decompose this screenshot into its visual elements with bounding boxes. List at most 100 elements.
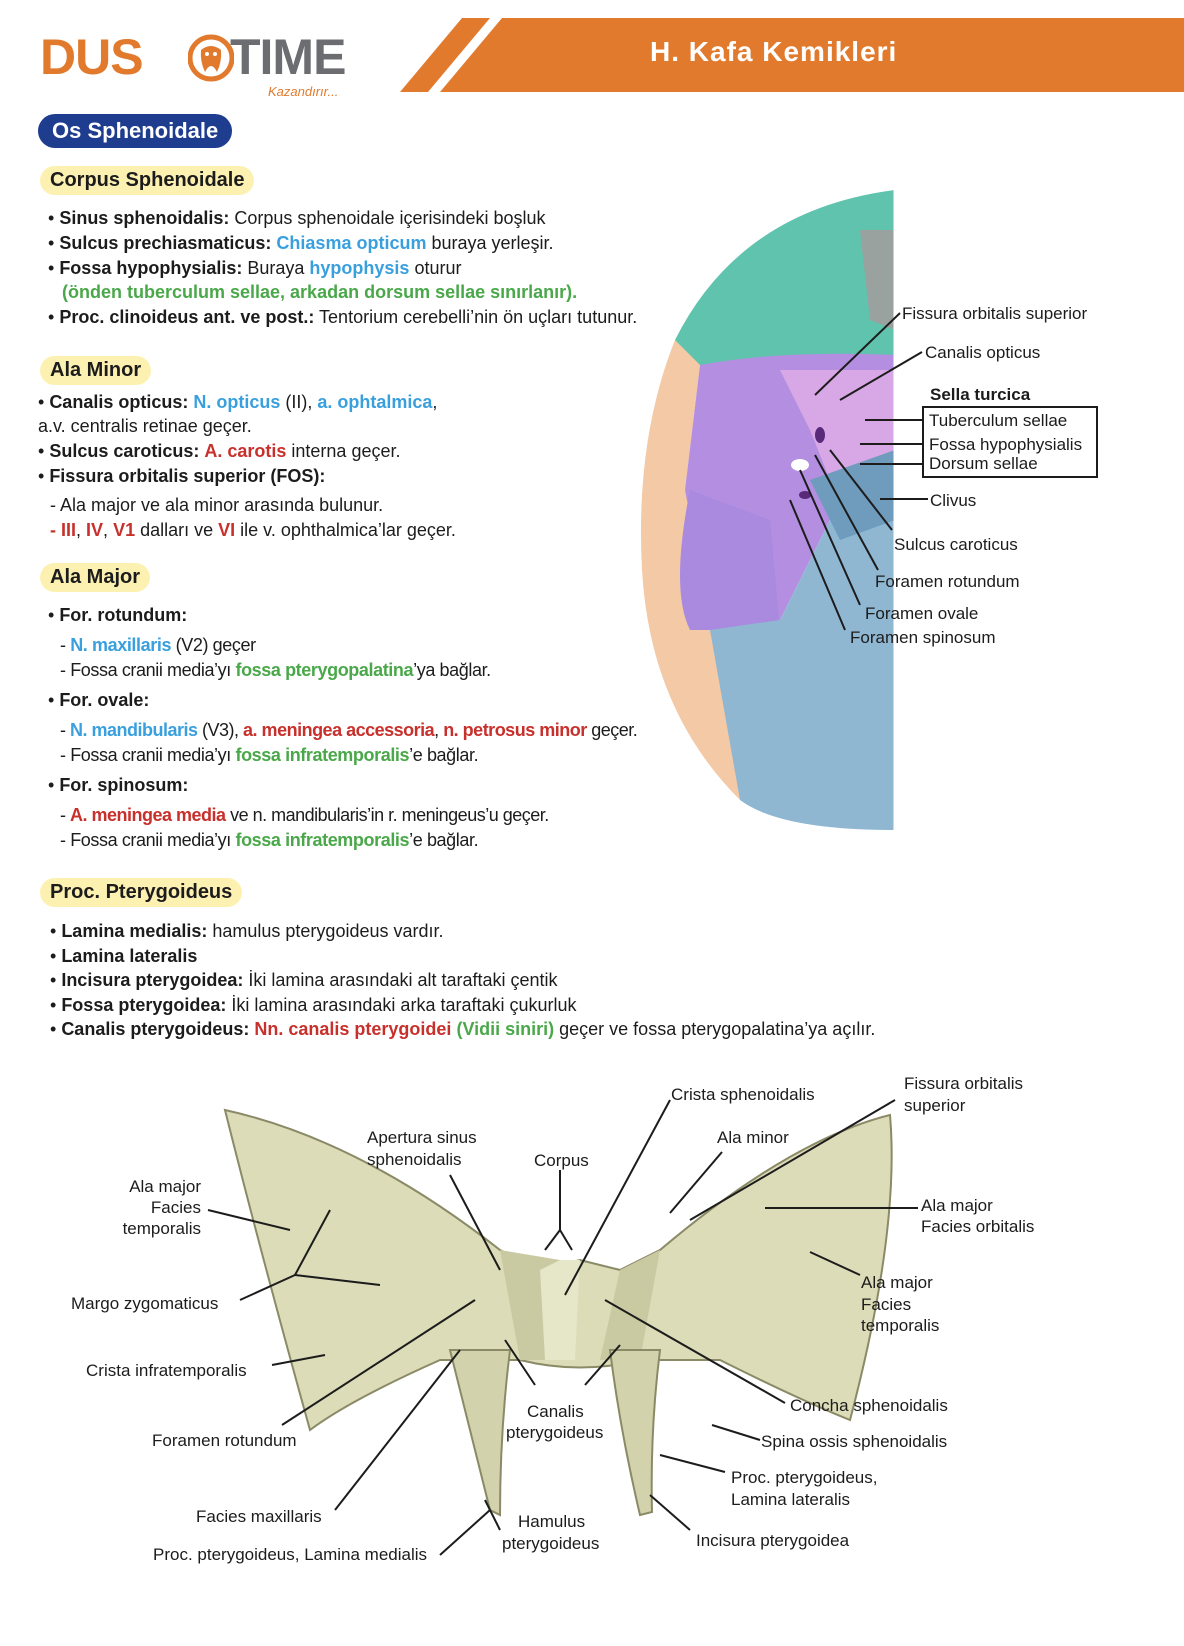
- label-hamulus-1: Hamulus: [518, 1512, 586, 1531]
- header-banner: [400, 18, 1184, 92]
- text: İki lamina arasındaki alt taraftaki çent…: [243, 970, 558, 990]
- text: Corpus sphenoidale içerisindeki boşluk: [229, 208, 546, 228]
- label-tuberculum: Tuberculum sellae: [929, 411, 1068, 430]
- label-lamina-lateralis-2: Lamina lateralis: [731, 1490, 851, 1509]
- highlight: A. carotis: [204, 441, 287, 461]
- ala-minor-sub-1: - Ala major ve ala minor arasında bulunu…: [50, 495, 384, 515]
- logo-tagline: Kazandırır...: [268, 84, 339, 99]
- term: Sulcus caroticus:: [49, 441, 200, 461]
- ala-minor-line-3: • Fissura orbitalis superior (FOS):: [38, 466, 326, 486]
- text: Buraya: [242, 258, 310, 278]
- logo: DUS TIME Kazandırır...: [40, 28, 346, 99]
- text: ’ya bağlar.: [413, 660, 491, 680]
- text: ,: [103, 520, 114, 540]
- highlight: V1: [113, 520, 136, 540]
- text: hamulus pterygoideus vardır.: [207, 921, 444, 941]
- rotundum-sub-1: - N. maxillaris (V2) geçer: [60, 635, 256, 655]
- label-concha: Concha sphenoidalis: [790, 1396, 948, 1415]
- logo-text-time: TIME: [230, 29, 346, 85]
- label-incisura: Incisura pterygoidea: [696, 1531, 850, 1550]
- text: ile v. ophthalmica’lar geçer.: [235, 520, 456, 540]
- text: İki lamina arasındaki arka taraftaki çuk…: [226, 995, 577, 1015]
- corpus-line-3-note: (önden tuberculum sellae, arkadan dorsum…: [62, 282, 578, 302]
- highlight: fossa infratemporalis: [235, 830, 410, 850]
- logo-text-dus: DUS: [40, 29, 144, 85]
- cranial-base-illustration: [640, 190, 897, 830]
- sphenoid-leader-lines: [207, 1099, 918, 1556]
- ala-minor-heading: Ala Minor: [40, 356, 152, 385]
- label-foramen-rotundum: Foramen rotundum: [875, 572, 1020, 591]
- text: oturur: [409, 258, 462, 278]
- text: ,: [432, 392, 438, 412]
- label-spina: Spina ossis sphenoidalis: [761, 1432, 948, 1451]
- ala-major-heading: Ala Major: [40, 563, 151, 592]
- label-sella-turcica: Sella turcica: [930, 385, 1031, 404]
- text: geçer ve fossa pterygopalatina’ya açılır…: [554, 1019, 876, 1039]
- label-crista-infratemporalis: Crista infratemporalis: [86, 1361, 247, 1380]
- term: For. rotundum:: [59, 605, 188, 625]
- term: Canalis opticus:: [49, 392, 189, 412]
- pterygoid-line-4: • Fossa pterygoidea: İki lamina arasında…: [50, 995, 577, 1015]
- label-fissura-1: Fissura orbitalis: [904, 1074, 1024, 1093]
- text: Tentorium cerebelli’nin ön uçları tutunu…: [314, 307, 638, 327]
- highlight: VI: [218, 520, 236, 540]
- label-corpus: Corpus: [534, 1151, 589, 1170]
- highlight: fossa pterygopalatina: [235, 660, 414, 680]
- corpus-line-2: • Sulcus prechiasmaticus: Chiasma opticu…: [48, 233, 554, 253]
- label-fossa-hypophysialis: Fossa hypophysialis: [929, 435, 1083, 454]
- term: For. ovale:: [59, 690, 150, 710]
- label-ala-major-left-3: temporalis: [122, 1219, 201, 1238]
- highlight: hypophysis: [309, 258, 410, 278]
- label-clivus: Clivus: [930, 491, 977, 510]
- label-apertura-2: sphenoidalis: [367, 1150, 462, 1169]
- label-margo-zygomaticus: Margo zygomaticus: [71, 1294, 219, 1313]
- text: (V3),: [197, 720, 244, 740]
- label-fissura-2: superior: [904, 1096, 966, 1115]
- corpus-heading-pill: Corpus Sphenoidale: [40, 166, 255, 195]
- text: - Fossa cranii media’yı: [60, 660, 236, 680]
- text: - Fossa cranii media’yı: [60, 830, 236, 850]
- term: Canalis pterygoideus:: [61, 1019, 250, 1039]
- text: ve n. mandibularis’in r. meningeus’u geç…: [225, 805, 549, 825]
- main-title-pill: Os Sphenoidale: [38, 114, 233, 148]
- ovale-sub-1: - N. mandibularis (V3), a. meningea acce…: [60, 720, 638, 740]
- label-canalis-pterygoideus-1: Canalis: [527, 1402, 584, 1421]
- highlight: IV: [86, 520, 104, 540]
- ala-minor-heading-pill: Ala Minor: [40, 356, 152, 385]
- term: Fissura orbitalis superior (FOS):: [49, 466, 326, 486]
- label-apertura-1: Apertura sinus: [367, 1128, 477, 1147]
- label-ala-major-left-1: Ala major: [129, 1177, 201, 1196]
- highlight: a. meningea accessoria: [243, 720, 435, 740]
- text: interna geçer.: [286, 441, 401, 461]
- text: ’e bağlar.: [409, 745, 479, 765]
- term: Fossa pterygoidea:: [61, 995, 227, 1015]
- highlight: Nn. canalis pterygoidei: [254, 1019, 452, 1039]
- label-crista-sphenoidalis: Crista sphenoidalis: [671, 1085, 815, 1104]
- term: Incisura pterygoidea:: [61, 970, 244, 990]
- pterygoid-line-5: • Canalis pterygoideus: Nn. canalis pter…: [50, 1019, 876, 1039]
- corpus-heading: Corpus Sphenoidale: [40, 166, 255, 195]
- rotundum-sub-2: - Fossa cranii media’yı fossa pterygopal…: [60, 658, 491, 682]
- label-canalis-opticus: Canalis opticus: [925, 343, 1041, 362]
- label-ala-minor: Ala minor: [717, 1128, 789, 1147]
- label-foramen-rotundum-2: Foramen rotundum: [152, 1431, 297, 1450]
- label-sulcus-caroticus: Sulcus caroticus: [894, 535, 1018, 554]
- label-facies-maxillaris: Facies maxillaris: [196, 1507, 322, 1526]
- text: (V2) geçer: [171, 635, 256, 655]
- text: - Fossa cranii media’yı: [60, 745, 236, 765]
- ala-minor-sub-2: - III, IV, V1 dalları ve VI ile v. ophth…: [50, 518, 456, 542]
- term: Sulcus prechiasmaticus:: [59, 233, 272, 253]
- ala-minor-line-2: • Sulcus caroticus: A. carotis interna g…: [38, 441, 401, 461]
- label-foramen-ovale: Foramen ovale: [865, 604, 979, 623]
- term: Fossa hypophysialis:: [59, 258, 243, 278]
- pterygoid-heading-pill: Proc. Pterygoideus: [40, 878, 243, 907]
- section-title: Os Sphenoidale: [38, 114, 233, 148]
- term: Lamina lateralis: [61, 946, 198, 966]
- highlight: n. petrosus minor: [443, 720, 587, 740]
- highlight: (Vidii siniri): [456, 1019, 555, 1039]
- text: dalları ve: [135, 520, 219, 540]
- highlight: fossa infratemporalis: [235, 745, 410, 765]
- ala-major-heading-pill: Ala Major: [40, 563, 151, 592]
- label-ala-major-temporalis-1: Ala major: [861, 1273, 933, 1292]
- label-lamina-medialis: Proc. pterygoideus, Lamina medialis: [153, 1545, 428, 1564]
